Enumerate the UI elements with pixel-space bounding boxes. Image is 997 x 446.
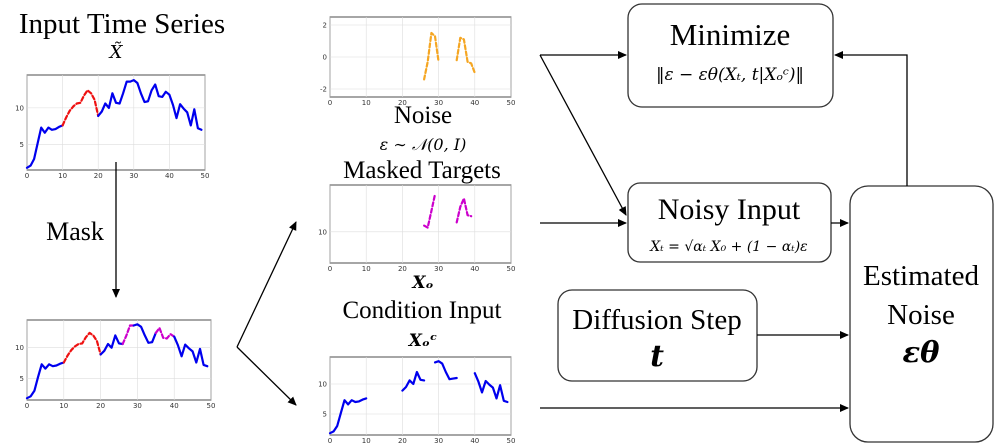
chart-masked-targets: 0 10 20 30 40 50 10 <box>318 184 516 273</box>
x-tick-label: 0 <box>25 172 29 180</box>
x-tick-label: 0 <box>25 402 29 410</box>
chart-condition-series: 0 10 20 30 40 50 5 10 <box>318 356 516 445</box>
input-series-title: Input Time Series <box>19 8 225 40</box>
series-line-magenta-dashed <box>423 193 437 229</box>
x-tick-label: 50 <box>507 437 516 445</box>
x-tick-label: 30 <box>434 437 443 445</box>
series-line-magenta-dashed <box>455 197 473 224</box>
mask-label: Mask <box>46 217 104 246</box>
diffusion-step-title: Diffusion Step <box>572 304 741 336</box>
x-tick-label: 40 <box>470 437 479 445</box>
series-line-blue-solid <box>99 334 124 356</box>
series-line-red-dashed <box>61 89 100 127</box>
x-tick-label: 20 <box>398 265 407 273</box>
estimated-noise-line1: Estimated <box>863 260 979 292</box>
x-tick-label: 40 <box>470 99 479 107</box>
arrow-split-down <box>236 346 297 406</box>
diffusion-step-symbol: t <box>650 339 664 374</box>
masked-targets-symbol: Xₒ <box>411 273 433 293</box>
plot-frame <box>329 184 512 264</box>
x-tick-label: 40 <box>165 172 174 180</box>
x-tick-label: 40 <box>470 265 479 273</box>
x-tick-label: 50 <box>507 99 516 107</box>
masked-targets-title: Masked Targets <box>343 157 501 184</box>
chart-masked-series: 0 10 20 30 40 50 5 10 <box>15 319 216 410</box>
series-line-blue-solid <box>132 323 157 344</box>
y-tick-label: 10 <box>318 381 327 389</box>
noisy-input-formula: Xₜ = √αₜ X₀ + (1 − αₜ)ε <box>649 239 807 255</box>
minimize-formula: ‖ε − εθ(Xₜ, t|Xₒᶜ)‖ <box>656 65 804 85</box>
series-line-orange-dashed <box>455 36 476 75</box>
noisy-input-box: Noisy Input Xₜ = √αₜ X₀ + (1 − αₜ)ε <box>627 182 832 263</box>
arrow-split-up <box>236 221 297 348</box>
series-line-blue-solid <box>401 370 426 392</box>
x-tick-label: 30 <box>133 402 142 410</box>
arrow-estimated-to-minimize <box>834 51 908 186</box>
minimize-box: Minimize ‖ε − εθ(Xₜ, t|Xₒᶜ)‖ <box>627 3 834 108</box>
y-tick-label: 0 <box>323 54 327 62</box>
series-line-blue-solid <box>433 360 458 381</box>
diffusion-step-box: Diffusion Step t <box>557 289 758 382</box>
series-line-blue-solid <box>328 397 368 435</box>
y-tick-label: 5 <box>323 411 327 419</box>
x-tick-label: 20 <box>398 99 407 107</box>
y-tick-label: 2 <box>323 22 327 30</box>
series-line-red-dashed <box>62 331 102 364</box>
noisy-input-title: Noisy Input <box>658 193 801 226</box>
condition-input-title: Condition Input <box>342 297 501 324</box>
series-line-orange-dashed <box>423 31 440 81</box>
arrow-noise-to-noisy-input <box>539 54 627 216</box>
x-tick-label: 30 <box>434 265 443 273</box>
x-tick-label: 0 <box>328 437 332 445</box>
estimated-noise-box: Estimated Noise εθ <box>849 185 994 443</box>
y-tick-label: 10 <box>318 228 327 236</box>
x-tick-label: 10 <box>362 99 371 107</box>
x-tick-label: 0 <box>328 99 332 107</box>
x-tick-label: 10 <box>362 437 371 445</box>
y-tick-label: 10 <box>15 104 24 112</box>
series-line-blue-solid <box>97 78 203 131</box>
y-tick-label: 5 <box>20 141 24 149</box>
x-tick-label: 10 <box>362 265 371 273</box>
x-tick-label: 20 <box>94 172 103 180</box>
x-tick-label: 30 <box>434 99 443 107</box>
minimize-title: Minimize <box>670 17 791 52</box>
x-tick-label: 50 <box>507 265 516 273</box>
estimated-noise-line2: Noise <box>887 299 955 331</box>
noise-title: Noise <box>394 102 452 129</box>
x-tick-label: 40 <box>170 402 179 410</box>
condition-input-symbol: Xₒᶜ <box>408 331 437 351</box>
series-line-blue-solid <box>25 361 65 400</box>
x-tick-label: 20 <box>398 437 407 445</box>
arrows <box>112 51 908 412</box>
plot-frame <box>26 319 212 401</box>
series-line-magenta-dashed <box>154 326 176 340</box>
y-tick-label: -2 <box>320 86 327 94</box>
estimated-noise-symbol: εθ <box>903 335 941 369</box>
x-tick-label: 30 <box>129 172 138 180</box>
x-tick-label: 50 <box>201 172 210 180</box>
x-tick-label: 50 <box>207 402 216 410</box>
x-tick-label: 0 <box>328 265 332 273</box>
series-line-blue-solid <box>173 335 209 368</box>
plot-frame <box>26 74 206 171</box>
series-line-magenta-dashed <box>121 324 135 346</box>
chart-input-series: 0 10 20 30 40 50 5 10 <box>15 74 210 180</box>
input-series-symbol: X̃ <box>108 41 124 63</box>
plot-frame <box>329 356 512 436</box>
y-tick-label: 10 <box>15 344 24 352</box>
x-tick-label: 20 <box>96 402 105 410</box>
x-tick-label: 10 <box>59 402 68 410</box>
noise-formula: ε ∼ 𝒩(0, I) <box>380 135 467 154</box>
x-tick-label: 10 <box>58 172 67 180</box>
series-line-blue-solid <box>25 124 64 169</box>
series-line-blue-solid <box>473 372 509 404</box>
y-tick-label: 5 <box>20 375 24 383</box>
